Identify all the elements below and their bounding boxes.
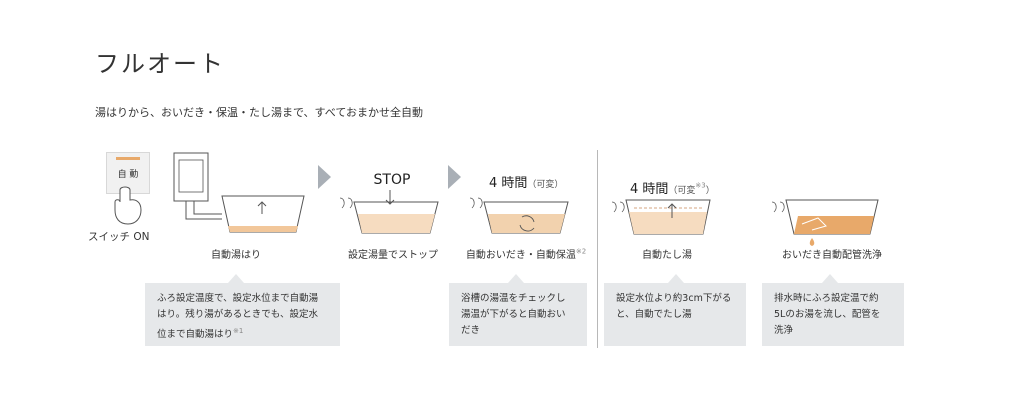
step1-fill-illustration: [173, 152, 305, 233]
chevron-right-icon: [318, 165, 331, 189]
step-label-pipe-cleaning: おいだき自動配管洗浄: [782, 250, 882, 261]
note-pointer-1: [228, 274, 244, 283]
finger-icon: [114, 186, 142, 225]
step-label-reheat: 自動おいだき・自動保温※2: [465, 247, 587, 261]
step4-topup-illustration: [611, 199, 711, 235]
note-pipe-cleaning: 排水時にふろ設定温で約 5Lのお湯を流し、配管を 洗浄: [762, 283, 904, 346]
step-label-stop: 設定湯量でストップ: [348, 250, 438, 261]
step3-head: 4 時間（可変）: [489, 176, 564, 191]
step-label-fill: 自動湯はり: [211, 250, 261, 261]
step2-head: STOP: [373, 172, 411, 188]
step5-pipe-cleaning-illustration: [771, 199, 879, 246]
section-divider: [597, 150, 598, 348]
auto-button-label: 自 動: [117, 170, 139, 180]
note-topup: 設定水位より約3cm下がる と、自動でたし湯: [604, 283, 746, 346]
chevron-right-icon: [448, 165, 461, 189]
switch-caption: スイッチ ON: [88, 231, 150, 243]
step2-stop-illustration: [339, 190, 439, 234]
note-fill: ふろ設定温度で、設定水位まで自動湯 はり。残り湯があるときでも、設定水 位まで自…: [145, 283, 340, 346]
page-title: フルオート: [95, 50, 225, 78]
page-subtitle: 湯はりから、おいだき・保温・たし湯まで、すべておまかせ全自動: [95, 106, 424, 119]
note-pointer-4: [822, 274, 838, 283]
note-pointer-2: [508, 274, 524, 283]
note-pointer-3: [668, 274, 684, 283]
switch-indicator: [116, 157, 140, 160]
note-reheat: 浴槽の湯温をチェックし 湯温が下がると自動おい だき: [449, 283, 587, 346]
step-label-topup: 自動たし湯: [642, 250, 692, 261]
step4-head: 4 時間（可変※3）: [630, 181, 715, 197]
step3-reheat-illustration: [469, 197, 569, 234]
